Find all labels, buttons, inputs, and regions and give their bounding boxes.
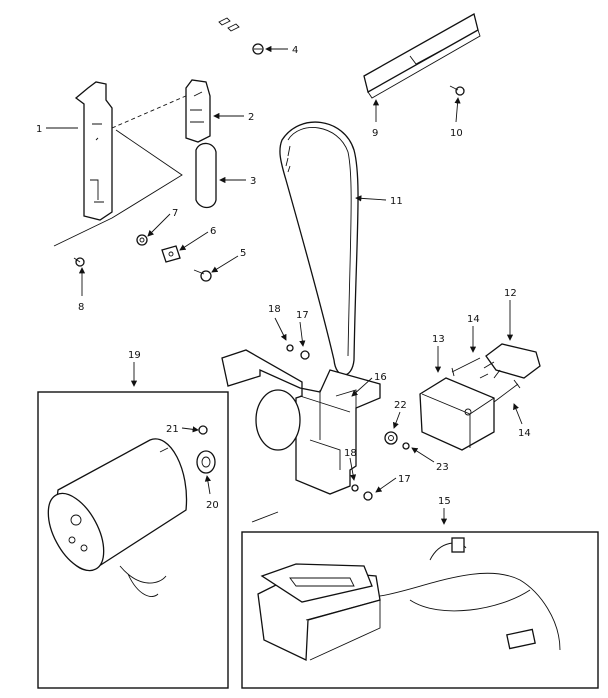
- motor-assembly-box: [37, 391, 229, 689]
- callout-21: 21: [166, 424, 179, 435]
- part-14-screw-lower: [493, 379, 521, 403]
- callout-22: 22: [394, 400, 407, 411]
- callout-1: 1: [36, 124, 42, 135]
- callout-10: 10: [450, 128, 463, 139]
- callout-13: 13: [432, 334, 445, 345]
- callout-leaders: [46, 45, 523, 525]
- callout-9: 9: [372, 128, 378, 139]
- part-18-washer-bottom: [351, 484, 359, 492]
- part-6-clip: [161, 245, 181, 263]
- callout-2: 2: [248, 112, 254, 123]
- part-2-clamp: [185, 79, 211, 143]
- callout-14b: 14: [518, 428, 531, 439]
- part-11-belt: [279, 121, 359, 376]
- callout-14a: 14: [467, 314, 480, 325]
- part-20-pulley: [196, 450, 216, 474]
- callout-8: 8: [78, 302, 84, 313]
- part-23-washer: [402, 442, 410, 450]
- part-22-nut: [384, 431, 398, 445]
- part-21-washer: [198, 425, 208, 435]
- callout-11: 11: [390, 196, 403, 207]
- part-17-screw-bottom: [363, 491, 373, 501]
- callout-16: 16: [374, 372, 387, 383]
- callout-17b: 17: [398, 474, 411, 485]
- part-8-screw: [73, 257, 85, 267]
- callout-20: 20: [206, 500, 219, 511]
- callout-4: 4: [292, 45, 298, 56]
- callout-18b: 18: [344, 448, 357, 459]
- callout-5: 5: [240, 248, 246, 259]
- foot-control-box: [241, 531, 599, 689]
- part-3-cover: [53, 129, 217, 247]
- part-10-screw: [449, 85, 465, 96]
- callout-3: 3: [250, 176, 256, 187]
- loose-screws-top: [218, 17, 240, 32]
- callout-18a: 18: [268, 304, 281, 315]
- part-1-bracket: [74, 81, 196, 221]
- part-7-washer: [136, 234, 148, 246]
- part-9-plate: [363, 13, 481, 99]
- part-14-screw-upper: [451, 357, 481, 377]
- part-4-screw: [252, 43, 264, 55]
- callout-labels: 1 2 3 4 5 6 7 8 9 10 11 12 13 14 14 15 1…: [36, 45, 531, 511]
- callout-15: 15: [438, 496, 451, 507]
- callout-19: 19: [128, 350, 141, 361]
- part-15-foot-control: [257, 537, 561, 662]
- part-5-screw: [193, 269, 212, 282]
- callout-7: 7: [172, 208, 178, 219]
- part-18-washer-top: [286, 344, 294, 352]
- part-13-block: [419, 377, 495, 451]
- callout-12: 12: [504, 288, 517, 299]
- part-16-motor-bracket: [221, 349, 381, 523]
- callout-23: 23: [436, 462, 449, 473]
- callout-6: 6: [210, 226, 216, 237]
- part-19-motor: [47, 438, 188, 597]
- part-17-screw-top: [300, 350, 310, 360]
- callout-17a: 17: [296, 310, 309, 321]
- part-12-terminal: [479, 343, 541, 379]
